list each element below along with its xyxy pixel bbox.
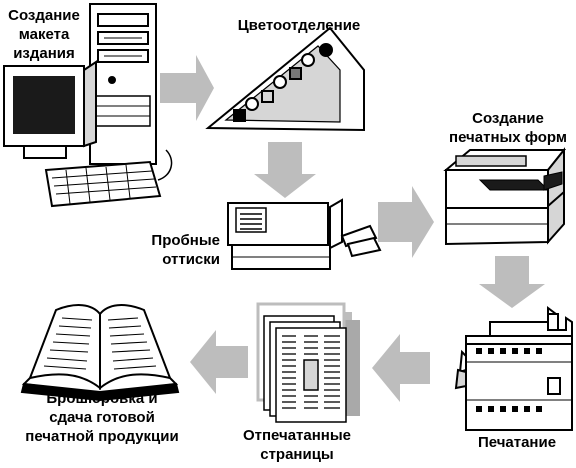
printed-pages-icon [256, 302, 360, 423]
arrow-pages-to-binding [190, 330, 248, 394]
computer-icon [3, 3, 173, 208]
printing-press-icon [454, 306, 573, 431]
label-printing: Печатание [477, 434, 557, 451]
plate-maker-icon [443, 147, 567, 246]
flow-arrows [160, 55, 545, 402]
arrow-layout-to-separation [160, 55, 214, 121]
arrow-plates-to-printing [479, 256, 545, 308]
label-plate-making: Создание печатных форм [449, 110, 567, 146]
label-layout-creation: Создание макета издания [8, 7, 80, 62]
arrow-printing-to-pages [372, 334, 430, 402]
arrow-separation-to-proofs [254, 142, 316, 198]
color-separation-icon [205, 26, 365, 132]
label-printed-pages: Отпечатанные страницы [242, 427, 352, 463]
label-color-separation: Цветоотделение [237, 17, 361, 34]
arrow-proofs-to-plates [378, 186, 434, 258]
open-book-icon [20, 304, 180, 402]
label-proof-prints: Пробные оттиски [151, 232, 220, 268]
proof-printer-icon [227, 198, 382, 270]
label-binding: Брошюровка и сдача готовой печатной прод… [25, 390, 179, 445]
